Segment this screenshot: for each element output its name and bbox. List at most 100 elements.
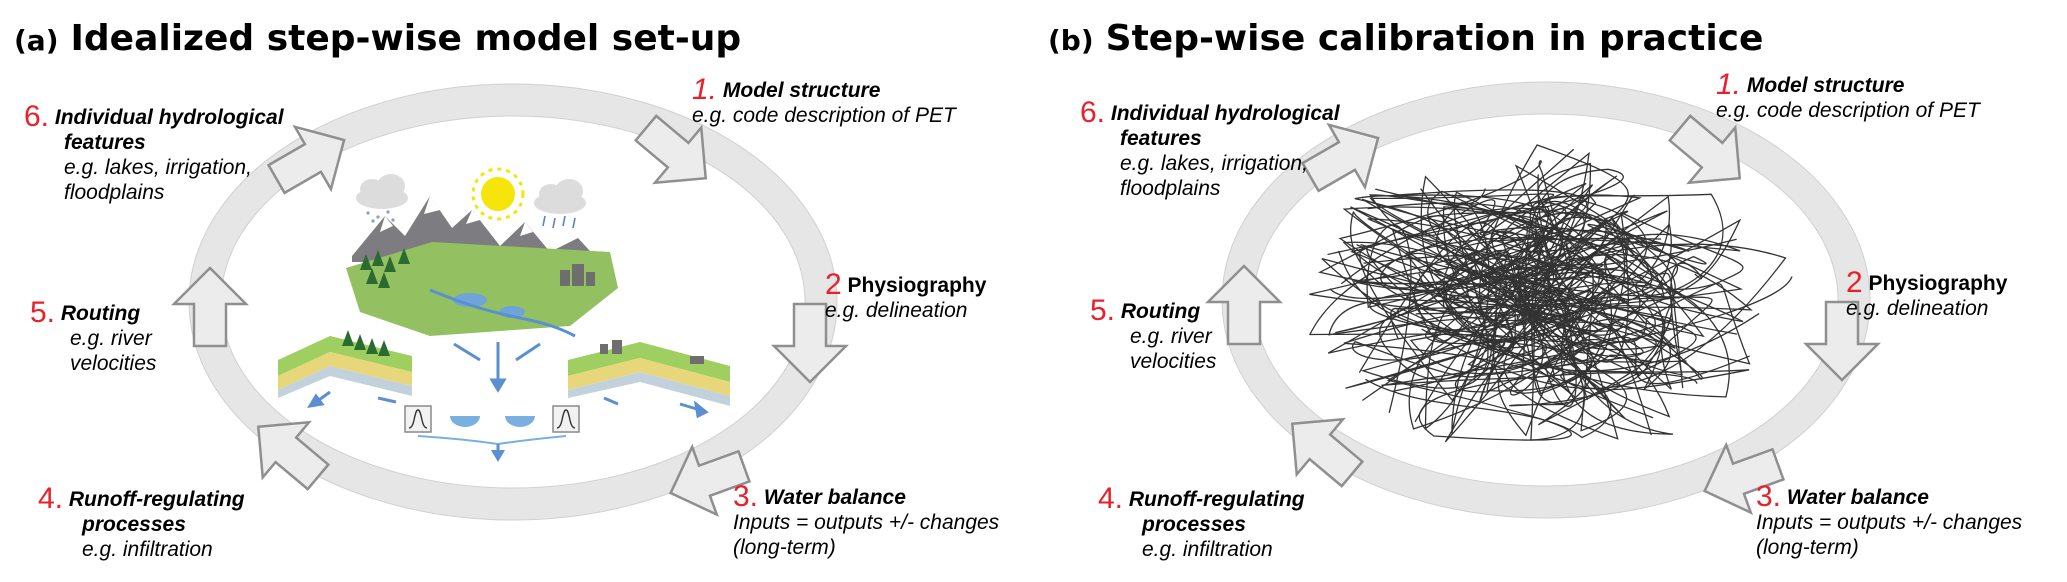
step-5-label: 5. Routing e.g. river velocities	[30, 298, 157, 376]
step-number: 4.	[1098, 482, 1124, 515]
step-6-label: 6. Individual hydrological features e.g.…	[24, 102, 284, 205]
step-description: e.g. code description of PET	[692, 104, 956, 127]
step-description: e.g. infiltration	[1142, 538, 1273, 561]
step-title: Model structure	[722, 79, 881, 102]
tangle-line	[1327, 237, 1730, 398]
landscape-block	[346, 242, 618, 336]
cycle-arrow-3	[1702, 441, 1786, 515]
cycle-arrow-4	[256, 420, 331, 491]
step-3-label: 3. Water balance Inputs = outputs +/- ch…	[733, 482, 1000, 560]
step-number: 5.	[1090, 294, 1116, 327]
step-number: 2	[825, 268, 842, 301]
step-number: 4.	[38, 482, 64, 515]
step-title: Runoff-regulating	[68, 488, 245, 511]
step-title: Routing	[60, 302, 141, 325]
step-description-line2: velocities	[70, 352, 157, 375]
step-title-line2: features	[1120, 127, 1202, 150]
panel-title-a: (a) Idealized step-wise model set-up	[14, 18, 741, 59]
step-title-line2: processes	[82, 513, 186, 536]
step-description: e.g. lakes, irrigation,	[1120, 152, 1308, 175]
step-number: 3.	[733, 480, 759, 513]
tangle-line	[1365, 243, 1787, 439]
step-description: e.g. delineation	[1846, 297, 1989, 320]
tangled-lines	[1308, 144, 1793, 443]
step-title-line2: processes	[1142, 513, 1246, 536]
step-2-label: 2 Physiography e.g. delineation	[1846, 268, 2008, 321]
cycle-arrow-5	[170, 266, 250, 348]
step-number: 1.	[692, 73, 718, 106]
tangle-line	[1424, 201, 1737, 430]
hydrograph-boxes	[404, 405, 580, 462]
panel-title-b: (b) Step-wise calibration in practice	[1048, 18, 1763, 59]
tangle-line	[1350, 174, 1742, 370]
step-description-line2: floodplains	[1120, 177, 1221, 200]
panel-title-text: Idealized step-wise model set-up	[70, 18, 742, 59]
panel-in-practice: (b) Step-wise calibration in practice 1. …	[1034, 0, 2067, 582]
step-2-label: 2 Physiography e.g. delineation	[825, 270, 987, 323]
panel-title-text: Step-wise calibration in practice	[1105, 18, 1764, 59]
step-description-line2: velocities	[1130, 350, 1217, 373]
lakes	[429, 288, 576, 338]
step-title-line2: features	[64, 131, 146, 154]
step-description: e.g. river	[70, 327, 152, 350]
cycle-diagram-b	[1204, 81, 1882, 519]
step-description: e.g. code description of PET	[1716, 99, 1980, 122]
tangle-line	[1381, 201, 1793, 400]
mountains	[352, 196, 600, 262]
panel-tag: (a)	[14, 24, 59, 57]
step-4-label: 4. Runoff-regulating processes e.g. infi…	[38, 484, 245, 562]
step-description: Inputs = outputs +/- changes	[733, 511, 1000, 534]
cycle-arrow-6	[266, 124, 346, 195]
right-soil-block	[568, 340, 730, 406]
flow-arrows	[307, 342, 709, 419]
left-soil-block	[278, 330, 412, 398]
step-description: e.g. river	[1130, 325, 1212, 348]
rain-cloud-icon	[534, 179, 586, 229]
step-title: Individual hydrological	[1110, 102, 1340, 125]
tangle-line	[1367, 193, 1724, 325]
step-title: Runoff-regulating	[1128, 488, 1305, 511]
step-title: Physiography	[1868, 272, 2008, 295]
step-number: 2	[1846, 266, 1863, 299]
cycle-arrow-6	[1300, 122, 1380, 193]
step-title: Physiography	[847, 274, 987, 297]
step-number: 3.	[1756, 480, 1782, 513]
step-number: 1.	[1716, 68, 1742, 101]
tangle-line	[1352, 151, 1702, 395]
step-description-line2: floodplains	[64, 181, 165, 204]
step-3-label: 3. Water balance Inputs = outputs +/- ch…	[1756, 482, 2023, 560]
landscape-illustration	[278, 167, 730, 462]
step-title: Model structure	[1746, 74, 1905, 97]
cloud-icon	[356, 174, 408, 223]
step-description-line2: (long-term)	[1756, 536, 1859, 559]
step-6-label: 6. Individual hydrological features e.g.…	[1080, 98, 1340, 201]
step-description: e.g. infiltration	[82, 538, 213, 561]
cycle-arrow-2	[1802, 300, 1882, 382]
cycle-arrow-1	[1667, 114, 1742, 185]
step-5-label: 5. Routing e.g. river velocities	[1090, 296, 1217, 374]
step-description-line2: (long-term)	[733, 536, 836, 559]
step-description: Inputs = outputs +/- changes	[1756, 511, 2023, 534]
panel-idealized: (a) Idealized step-wise model set-up 1. M…	[0, 0, 1033, 582]
tangle-line	[1338, 182, 1751, 398]
cycle-arrow-2	[770, 302, 850, 384]
cycle-arrow-5	[1204, 264, 1284, 346]
cycle-arrow-1	[633, 114, 708, 185]
cycle-diagram-a	[170, 83, 850, 521]
step-title: Individual hydrological	[54, 106, 284, 129]
step-1-label: 1. Model structure e.g. code description…	[692, 75, 956, 128]
trees	[360, 248, 410, 288]
tangle-line	[1386, 190, 1703, 441]
step-description: e.g. lakes, irrigation,	[64, 156, 252, 179]
sun-icon	[471, 167, 525, 221]
tangle-line	[1353, 188, 1672, 390]
panel-tag: (b)	[1048, 24, 1094, 57]
buildings	[560, 264, 595, 286]
step-title: Water balance	[1786, 486, 1929, 509]
step-number: 5.	[30, 296, 56, 329]
step-4-label: 4. Runoff-regulating processes e.g. infi…	[1098, 484, 1305, 562]
step-number: 6.	[1080, 96, 1106, 129]
step-title: Water balance	[763, 486, 906, 509]
cycle-arrow-4	[1290, 417, 1365, 488]
step-1-label: 1. Model structure e.g. code description…	[1716, 70, 1980, 123]
